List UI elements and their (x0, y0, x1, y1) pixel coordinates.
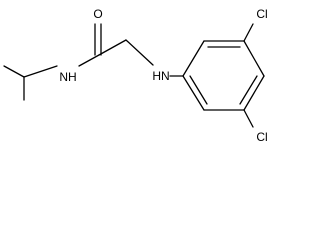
ring-bond-4 (243, 75, 265, 111)
atom-label-amide-nitrogen: NH (59, 70, 76, 84)
atom-label-chlorine-bottom: Cl (256, 130, 267, 144)
ring-bond-6 (182, 75, 205, 111)
atom-label-amine-nitrogen: HN (152, 69, 169, 83)
bond-ch2-to-hn (125, 39, 154, 66)
bond-ring-to-cl-top (243, 23, 254, 42)
bond-isopropyl-to-nh (23, 65, 58, 78)
bond-methyl-left (3, 65, 25, 78)
molecule-drawing: O NH HN Cl Cl (3, 7, 268, 144)
atom-label-chlorine-top: Cl (256, 7, 267, 21)
structure-diagram: O NH HN Cl Cl (3, 7, 268, 144)
bond-ring-to-cl-bottom (243, 109, 254, 128)
ring-inner-bond-right (239, 75, 258, 105)
atom-label-carbonyl-oxygen: O (93, 7, 102, 21)
bond-carbonyl-to-ch2 (98, 39, 127, 56)
bond-nh-to-carbonyl (78, 54, 100, 67)
ring-bond-3 (243, 40, 265, 77)
ring-inner-bond-left (189, 75, 208, 105)
ring-bond-1 (182, 40, 205, 77)
